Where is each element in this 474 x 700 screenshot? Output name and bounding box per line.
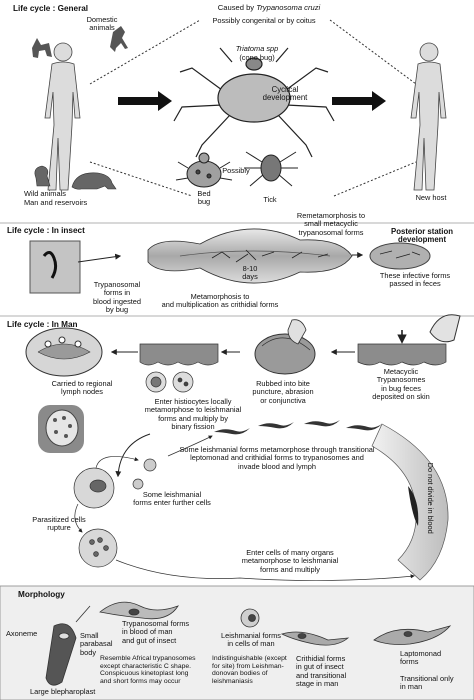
- trypanosome-wave-icons: [214, 420, 382, 435]
- big-arrows: [118, 91, 386, 111]
- regional-lymph-label: Carried to regional lymph nodes: [51, 379, 113, 397]
- crithidial-forms-label: Crithidial forms in gut of insect and tr…: [296, 654, 347, 689]
- caused-by-species: Trypanosoma cruzi: [256, 3, 321, 12]
- rubbed-label: Rubbed into bite puncture, abrasion or c…: [252, 379, 314, 405]
- possibly-label: Possibly: [222, 166, 250, 175]
- blood-sample-icon: [29, 240, 81, 294]
- parasitized-label: Parasitized cells rupture: [32, 515, 86, 533]
- axoneme-label: Axoneme: [6, 629, 38, 638]
- flow-arrows-man: [110, 349, 355, 478]
- bed-bug-label: Bed bug: [197, 189, 211, 207]
- general-heading: Life cycle : General: [13, 4, 89, 13]
- man-reservoirs-label: Man and reservoirs: [24, 198, 88, 207]
- caused-by-prefix: Caused by: [217, 3, 257, 12]
- cyclical-development-label: Cyclical development: [262, 85, 308, 103]
- triatoma-species-label: Triatoma spp: [235, 44, 279, 53]
- wild-animals-label: Wild animals: [24, 189, 66, 198]
- transitional-note: Transitional only in man: [400, 674, 454, 692]
- enter-organs-label: Enter cells of many organs metamorphose …: [241, 548, 339, 574]
- some-enter-label: Some leishmanial forms enter further cel…: [133, 490, 211, 508]
- infective-forms-label: These infective forms passed in feces: [379, 271, 451, 289]
- domestic-animals-icon: [32, 26, 128, 58]
- human-figure-right: [410, 42, 447, 191]
- infected-cell-icon: [38, 405, 84, 453]
- remetamorphosis-label: Remetamorphosis to small metacyclic tryp…: [296, 211, 366, 237]
- trypanosomal-forms-label: Trypanosomal forms in blood of man and g…: [122, 619, 190, 645]
- small-parabasal-label: Small parabasal body: [80, 631, 113, 657]
- histiocytes-label: Enter histiocytes locally metamorphose t…: [144, 397, 242, 432]
- triatoma-bug-icon: [173, 47, 335, 158]
- bite-puncture-icon: [254, 319, 316, 375]
- posterior-station-label: Posterior station development: [391, 227, 453, 245]
- indistinguishable-note: Indistinguishable (except for site) from…: [212, 655, 287, 685]
- feces-blob-icon: [369, 242, 431, 270]
- no-divide-label: Do not divide in blood: [426, 462, 436, 534]
- triatoma-common-label: (cone bug): [239, 53, 275, 62]
- finger-icon: [397, 314, 461, 344]
- days-label: 8-10 days: [242, 264, 258, 282]
- human-figure-left: [44, 42, 81, 191]
- new-host-label: New host: [415, 193, 447, 202]
- bed-bug-icon: [175, 152, 233, 188]
- metacyclic-label: Metacyclic Trypanosomes in bug feces dep…: [372, 367, 430, 402]
- arrow-ingest: [77, 253, 122, 263]
- ingested-label: Trypanosomal forms in blood ingested by …: [92, 280, 142, 315]
- tick-icon: [244, 151, 298, 187]
- morphology-heading: Morphology: [18, 590, 65, 599]
- cell-division-cycle: [73, 435, 415, 581]
- man-heading: Life cycle : In Man: [7, 320, 78, 329]
- caused-by-label: Caused by Trypanosoma cruzi: [194, 3, 344, 12]
- some-metamorphose-label: Some leishmanial forms metamorphose thro…: [179, 445, 375, 471]
- skin-tissue-icon: [139, 343, 447, 366]
- wild-animals-icon: [34, 165, 117, 190]
- resemble-note: Resemble Africal trypanosomes except cha…: [100, 655, 196, 685]
- insect-heading: Life cycle : In insect: [7, 226, 85, 235]
- leptomonad-forms-label: Laptomonad forms: [400, 649, 442, 667]
- histiocyte-icon: [145, 371, 194, 393]
- large-blepharoplast-label: Large blepharoplast: [30, 687, 96, 696]
- metamorphosis-label: Metamorphosis to and multiplication as c…: [161, 292, 279, 310]
- domestic-animals-label: Domestic animals: [86, 15, 118, 33]
- blood-stream-band: [371, 423, 449, 581]
- insect-gut: [147, 228, 353, 284]
- dashed-diamond: [89, 19, 417, 197]
- tick-label: Tick: [263, 195, 277, 204]
- transmission-label: Possibly congenital or by coitus: [212, 16, 316, 25]
- leishmanial-forms-label: Leishmanial forms in cells of man: [221, 631, 281, 649]
- lymph-node-icon: [25, 327, 103, 377]
- morphology-forms: [45, 601, 452, 686]
